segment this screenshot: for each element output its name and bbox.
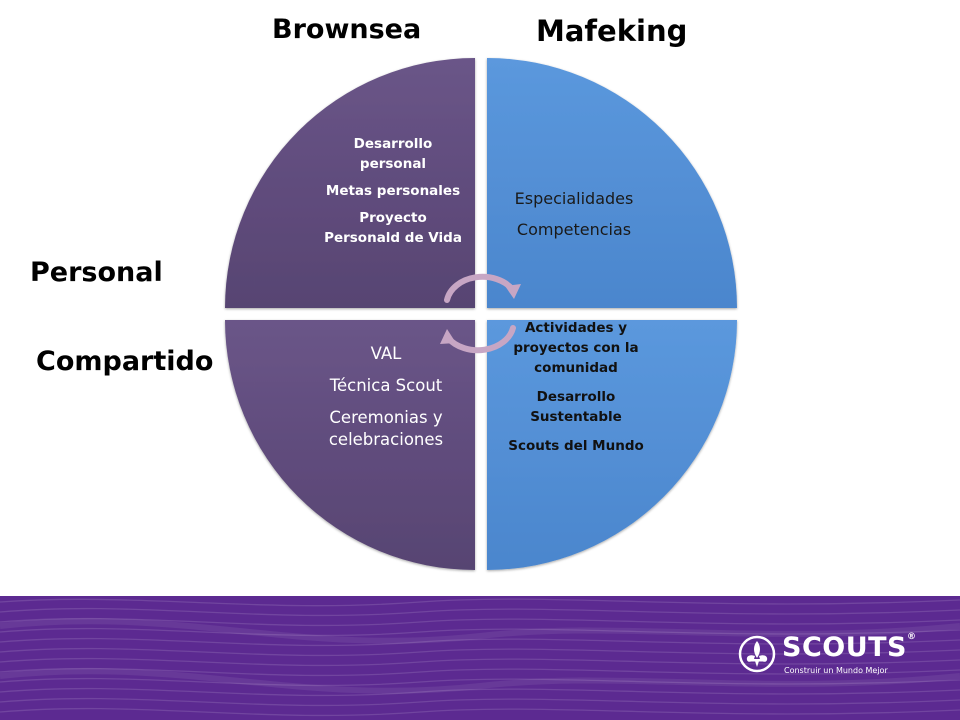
item-actividades: Actividades y proyectos con la comunidad xyxy=(513,320,639,376)
logo-name: SCOUTS xyxy=(782,632,908,663)
quadrant-text-top-right: Especialidades Competencias xyxy=(488,188,660,250)
row-header-personal: Personal xyxy=(30,257,163,288)
registered-mark: ® xyxy=(907,632,917,642)
quadrant-text-bottom-left: VAL Técnica Scout Ceremonias y celebraci… xyxy=(306,343,466,461)
row-header-compartido: Compartido xyxy=(36,346,214,377)
circular-arrows-icon xyxy=(440,273,521,354)
column-header-mafeking: Mafeking xyxy=(536,14,688,48)
quadrant-text-bottom-right: Actividades y proyectos con la comunidad… xyxy=(494,318,658,465)
item-val: VAL xyxy=(370,344,402,363)
quadrant-top-left xyxy=(225,58,475,308)
logo-tagline: Construir un Mundo Mejor xyxy=(784,666,888,675)
item-metas-personales: Metas personales xyxy=(325,183,461,199)
item-tecnica-scout: Técnica Scout xyxy=(329,376,443,395)
item-ceremonias: Ceremonias y celebraciones xyxy=(328,408,444,449)
quadrant-text-top-left: Desarrollo personal Metas personales Pro… xyxy=(322,134,464,255)
quadrant-circle-diagram xyxy=(225,58,737,570)
quadrant-top-right xyxy=(487,58,737,308)
item-competencias: Competencias xyxy=(516,220,632,239)
scouts-logo: SCOUTS® Construir un Mundo Mejor xyxy=(738,632,918,682)
logo-wordmark: SCOUTS® xyxy=(782,632,917,663)
item-proyecto-de-vida: Proyecto Personald de Vida xyxy=(324,210,462,246)
column-header-brownsea: Brownsea xyxy=(272,14,422,45)
item-desarrollo-sustentable: Desarrollo Sustentable xyxy=(530,389,622,425)
item-especialidades: Especialidades xyxy=(514,189,634,208)
item-scouts-del-mundo: Scouts del Mundo xyxy=(508,438,644,454)
fleur-de-lis-icon xyxy=(738,635,776,673)
item-desarrollo-personal: Desarrollo personal xyxy=(353,136,433,172)
quadrant-bottom-left xyxy=(225,320,475,570)
quadrant-bottom-right xyxy=(487,320,737,570)
